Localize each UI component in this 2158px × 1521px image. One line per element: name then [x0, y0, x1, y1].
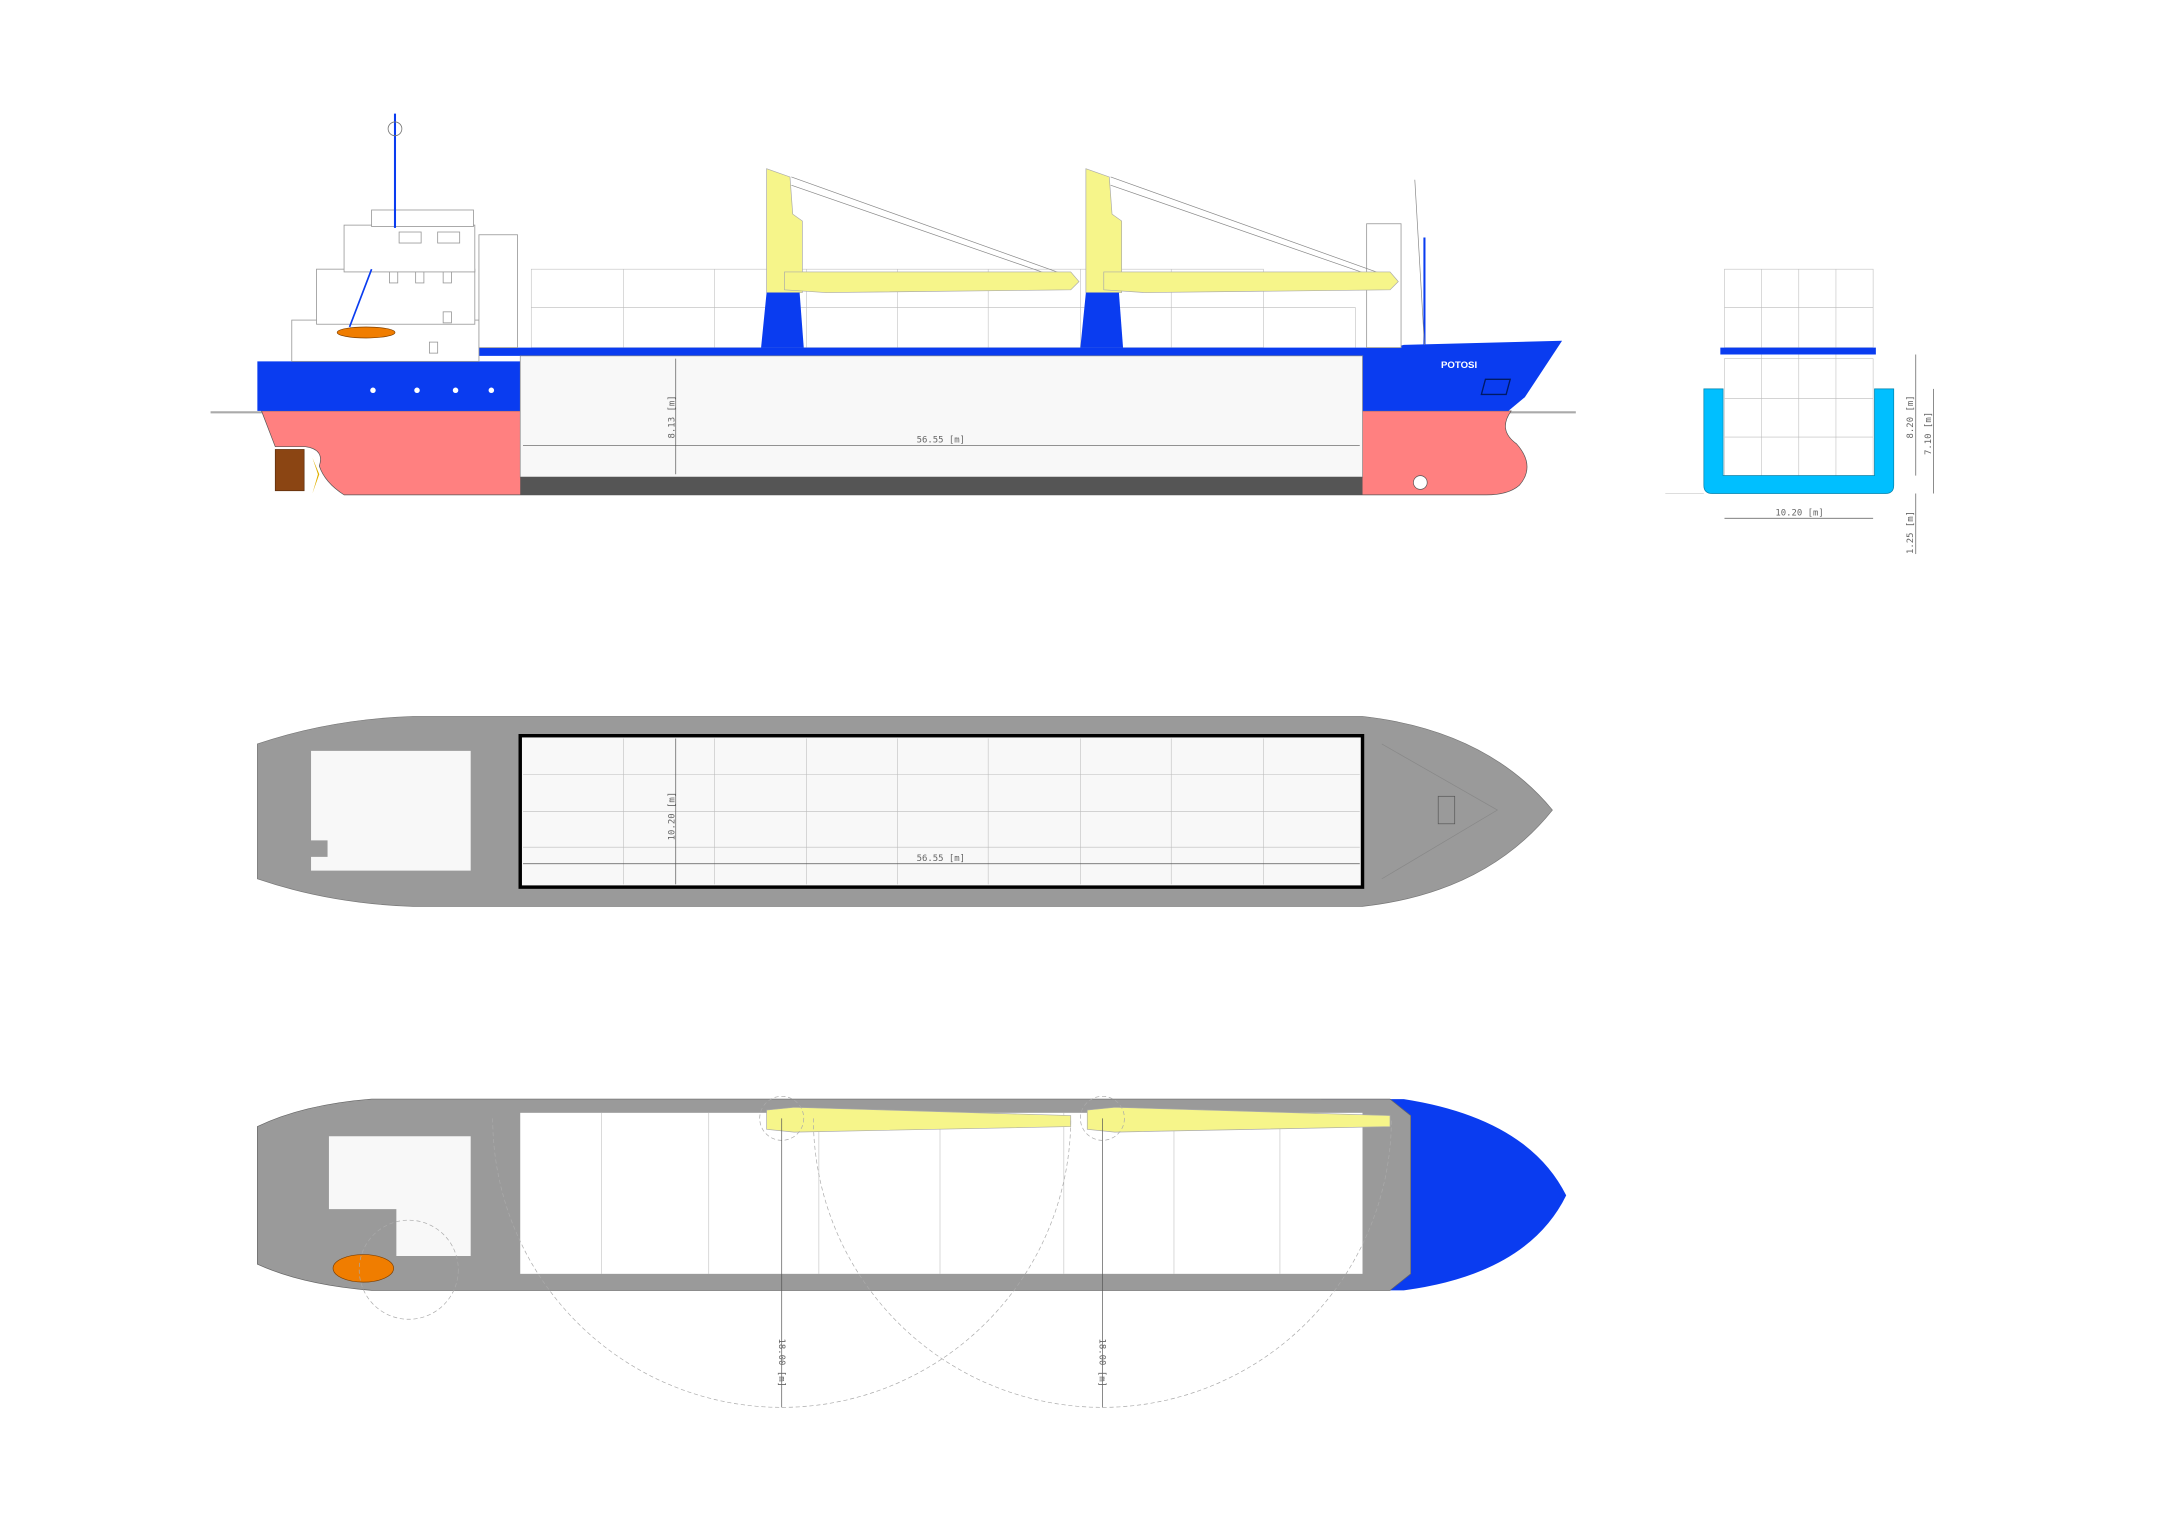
- crane-1: [761, 168, 1080, 348]
- crane-1-outreach-arc: [492, 1118, 1072, 1408]
- hull-topside-bow: [1362, 340, 1563, 411]
- hold-height-dimension: 8.13 [m]: [667, 395, 677, 438]
- cargo-hold: [519, 355, 1363, 478]
- section-side-depth-dimension: 7.10 [m]: [1924, 412, 1934, 455]
- crane-2-outreach-dimension: 18.00 [m]: [1097, 1339, 1107, 1387]
- hatch-icon: [1437, 795, 1456, 825]
- lifeboat-icon: [336, 326, 396, 339]
- deckhouse-plan: [311, 750, 471, 871]
- section-container-grid: [1724, 268, 1874, 476]
- propeller-icon: [312, 457, 320, 494]
- crane-2: [1080, 168, 1399, 348]
- hatch-panels: [601, 1112, 1281, 1274]
- section-hull: [1703, 388, 1895, 494]
- midship-section: 10.20 [m] 8.20 [m] 7.10 [m] 1.25 [m]: [1665, 268, 1935, 555]
- radar-dome-icon: [387, 121, 403, 137]
- superstructure: [291, 209, 1402, 362]
- plan-hold-width-dimension: 10.20 [m]: [667, 792, 677, 840]
- crane-1-slew-circle: [759, 1095, 805, 1141]
- double-bottom: [520, 476, 1363, 495]
- hold-length-dimension: 56.55 [m]: [917, 436, 965, 446]
- deck-lifeboat-icon: [332, 1254, 394, 1283]
- hold-plan-view: 10.20 [m] 56.55 [m]: [257, 716, 1553, 907]
- crane-1-outreach-dimension: 18.00 [m]: [776, 1339, 786, 1387]
- forecastle-outline: [1381, 743, 1499, 880]
- portholes: [370, 387, 495, 394]
- davit-swing-circle: [358, 1219, 459, 1320]
- hold-container-grid: [522, 738, 1360, 885]
- bow-marking: [1480, 378, 1512, 396]
- hatch-cover: [1720, 347, 1876, 355]
- crane-2-boom: [1086, 1106, 1391, 1133]
- rudder: [274, 449, 305, 492]
- bow-thruster-icon: [1413, 475, 1428, 490]
- crane-1-boom: [766, 1106, 1072, 1133]
- deck-plan-view: 18.00 [m] 18.00 [m]: [257, 1095, 1567, 1408]
- crane-2-slew-circle: [1080, 1095, 1125, 1141]
- main-deck: [478, 347, 1404, 356]
- crane-2-outreach-arc: [813, 1118, 1392, 1408]
- hull-topside-aft: [257, 361, 521, 411]
- ship-name: POTOSI: [1441, 360, 1478, 371]
- profile-view: 8.13 [m] 56.55 [m] POTOSI: [210, 113, 1576, 496]
- deck-hold-opening: [520, 1112, 1363, 1274]
- section-depth-dimension: 8.20 [m]: [1906, 395, 1916, 438]
- section-width-dimension: 10.20 [m]: [1775, 509, 1823, 519]
- double-bottom-dimension: 1.25 [m]: [1906, 511, 1916, 554]
- fore-mast-stay: [1414, 179, 1425, 345]
- deck-deckhouse: [328, 1136, 471, 1256]
- plan-hold-length-dimension: 56.55 [m]: [917, 854, 965, 864]
- davit: [348, 268, 373, 328]
